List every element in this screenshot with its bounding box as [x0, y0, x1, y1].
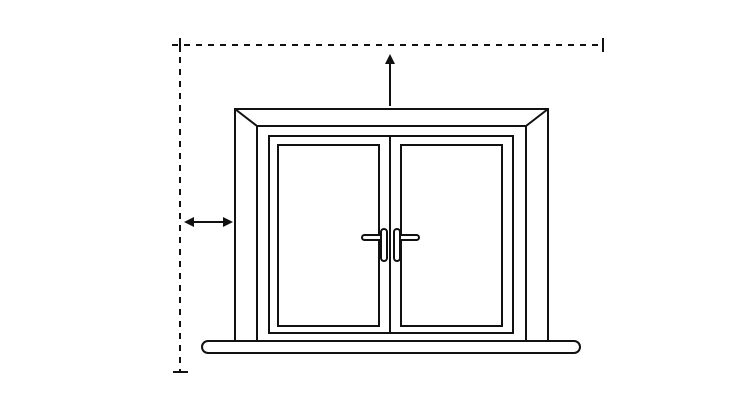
- door-handle-icon: [361, 228, 388, 262]
- door-handle-icon: [393, 228, 420, 262]
- dimension-line-top: [172, 38, 604, 52]
- window-sill: [201, 340, 581, 354]
- dimension-line-left: [173, 45, 188, 373]
- door-frame: [268, 135, 514, 334]
